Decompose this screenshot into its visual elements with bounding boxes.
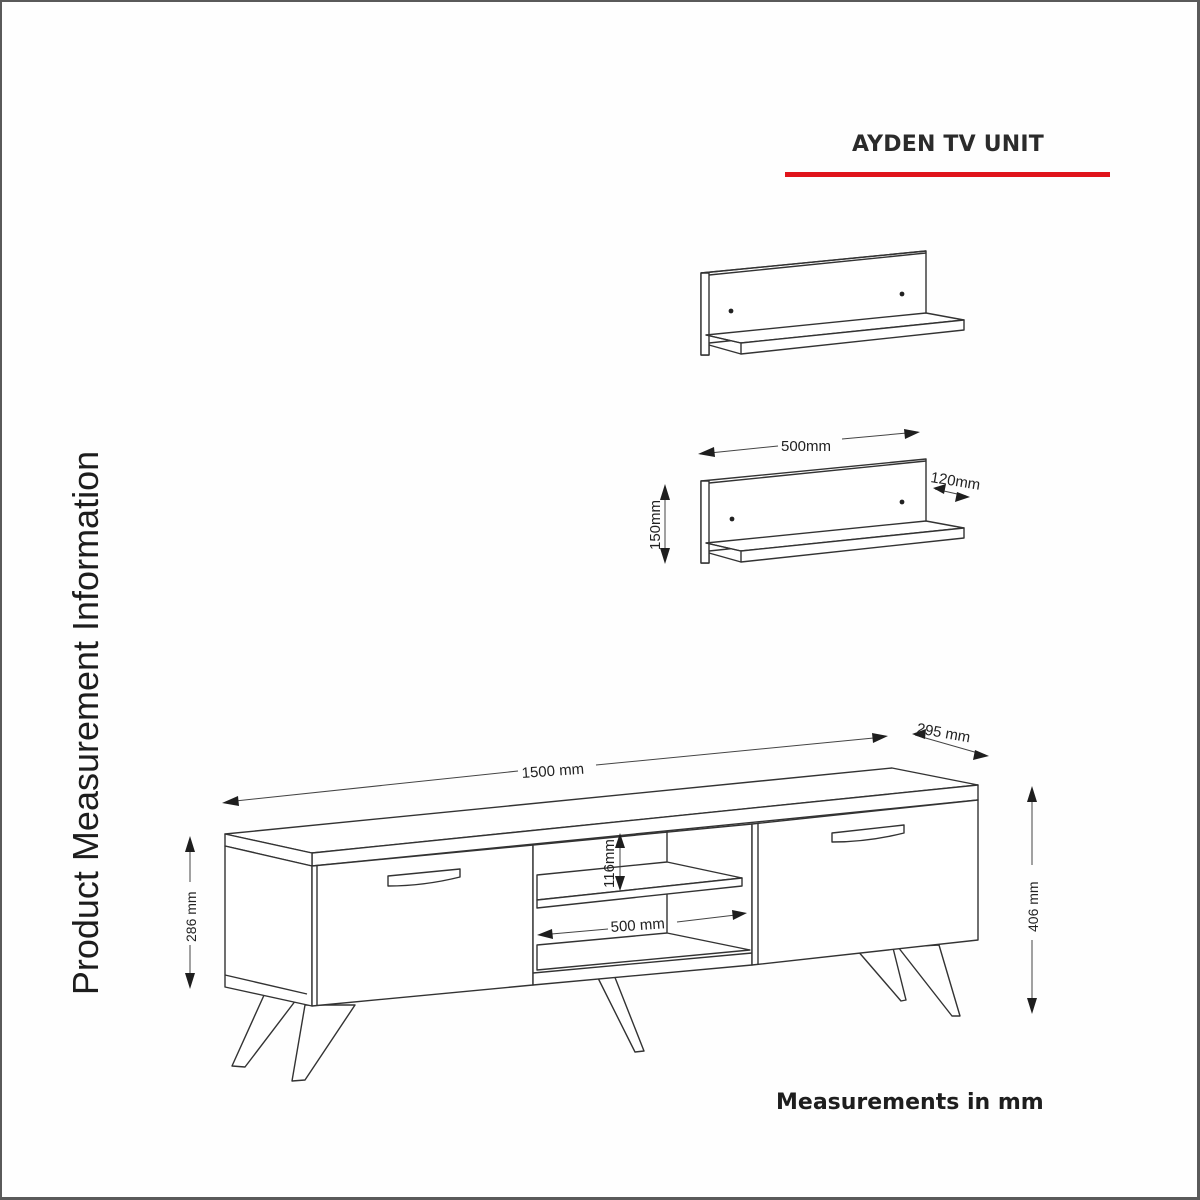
wall-shelf-bottom (700, 458, 965, 564)
unit-width-label: 1500 mm (521, 761, 585, 782)
screw-hole-icon (728, 308, 734, 314)
door-handle-right (831, 824, 905, 843)
screw-hole-icon (899, 291, 905, 297)
body-height-dimension: 286 mm (183, 836, 199, 989)
door-handle-left (387, 868, 461, 887)
compartment-width-dimension: 500 mm (537, 910, 747, 939)
unit-width-dimension: 1500 mm (222, 733, 888, 806)
unit-depth-dimension: 295 mm (912, 720, 989, 760)
wall-shelf-top (700, 250, 965, 356)
leg-front-left-2 (291, 1004, 356, 1082)
total-height-dimension: 406 mm (1025, 786, 1041, 1014)
unit-depth-label: 295 mm (915, 720, 971, 746)
tv-unit (224, 767, 979, 1082)
screw-hole-icon (729, 516, 735, 522)
body-height-label: 286 mm (183, 891, 199, 942)
leg-right-1 (856, 947, 907, 1002)
shelf-height-dimension: 150mm (647, 484, 670, 564)
shelf-spacing-label: 116mm (601, 839, 618, 888)
leg-middle (596, 974, 645, 1053)
shelf-width-dimension: 500mm (698, 429, 920, 457)
total-height-label: 406 mm (1025, 881, 1041, 932)
shelf-height-label: 150mm (647, 500, 664, 550)
leg-right-2 (897, 944, 961, 1017)
shelf-depth-dimension: 120mm (929, 469, 981, 502)
screw-hole-icon (899, 499, 905, 505)
units-note: Measurements in mm (776, 1090, 1044, 1115)
shelf-width-label: 500mm (781, 438, 831, 455)
leg-front-left (231, 992, 297, 1068)
product-title: AYDEN TV UNIT (852, 132, 1044, 157)
compartment-width-label: 500 mm (610, 915, 665, 936)
title-underline (785, 172, 1110, 177)
shelf-spacing-dimension: 116mm (601, 833, 625, 891)
